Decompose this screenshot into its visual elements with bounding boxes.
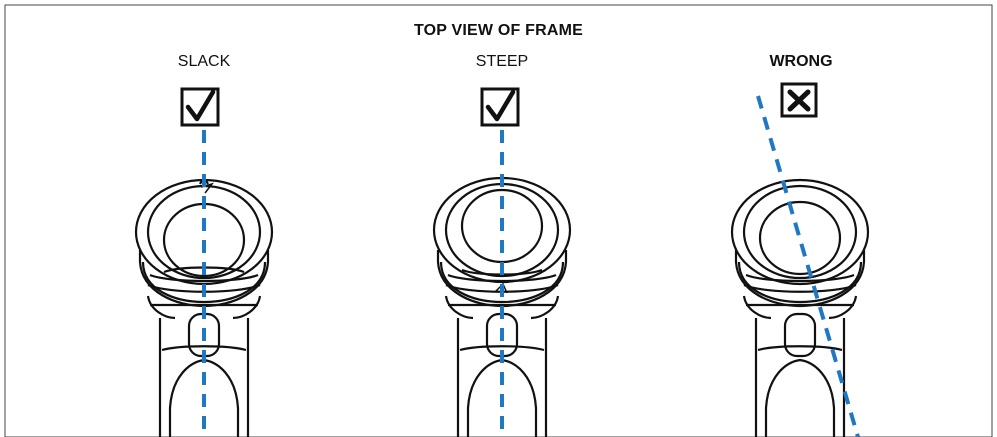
label-steep: STEEP <box>475 53 529 70</box>
panel-wrong <box>730 82 870 437</box>
diagram-border <box>4 4 993 437</box>
steering-axis-line <box>756 95 860 437</box>
panel-steep <box>432 87 572 437</box>
label-slack: SLACK <box>177 53 231 70</box>
diagram-title: TOP VIEW OF FRAME <box>413 22 584 39</box>
panel-slack <box>134 87 274 437</box>
check-icon <box>180 87 220 127</box>
head-tube-drawing <box>730 178 870 437</box>
check-icon <box>480 87 520 127</box>
label-wrong: WRONG <box>769 53 833 70</box>
x-icon <box>780 82 818 118</box>
